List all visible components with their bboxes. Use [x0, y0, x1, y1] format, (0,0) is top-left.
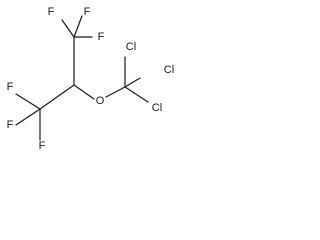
bond-c1-f-top-left: [61, 19, 75, 38]
atom-fluorine-bottom: F: [39, 140, 46, 152]
bond-c3-f-lower-left: [15, 108, 41, 126]
atom-fluorine-mid-left: F: [7, 81, 14, 93]
molecule-structure: F F F F F F O Cl Cl Cl: [7, 6, 175, 152]
bond-o-c4: [105, 86, 126, 98]
atom-fluorine-upper-right: F: [98, 31, 105, 43]
atom-oxygen: O: [96, 95, 105, 107]
bond-c1-f-top-right: [73, 15, 83, 38]
atom-fluorine-lower-left: F: [7, 119, 14, 131]
bond-c2-c3: [39, 84, 75, 110]
atom-chlorine-bottom: Cl: [152, 102, 162, 114]
bond-c2-o: [73, 84, 95, 100]
bond-c3-f-mid-left: [15, 93, 41, 110]
bond-c4-cl-right: [124, 77, 141, 88]
atom-chlorine-right: Cl: [164, 64, 174, 76]
bond-c4-cl-bottom: [124, 86, 149, 103]
atom-fluorine-top-right: F: [84, 6, 91, 18]
atom-chlorine-top: Cl: [126, 41, 136, 53]
atom-fluorine-top-left: F: [48, 6, 55, 18]
